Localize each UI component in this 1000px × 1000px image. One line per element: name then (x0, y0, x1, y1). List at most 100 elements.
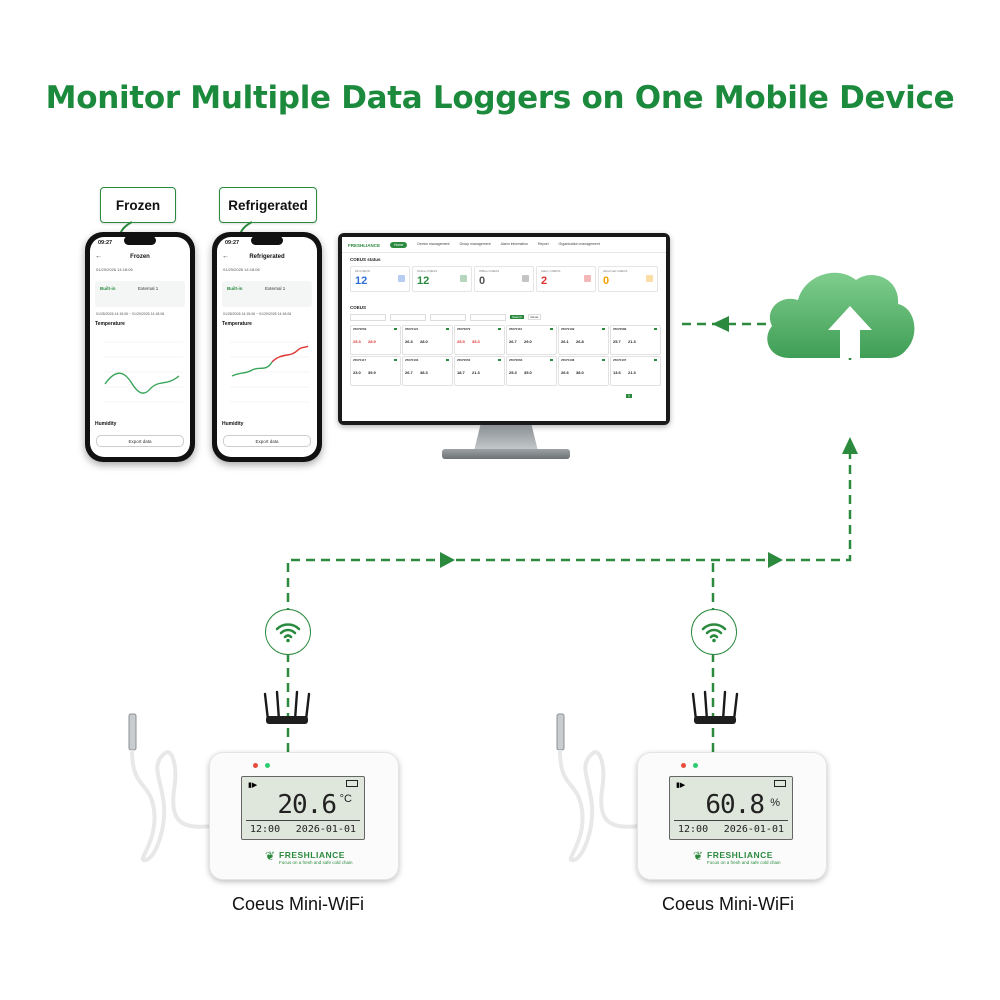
signal-icon: ▮▶ (676, 782, 686, 789)
lcd-time: 12:00 (678, 824, 709, 835)
device-card-status-icon (394, 328, 397, 330)
back-arrow-icon[interactable]: ← (222, 253, 229, 260)
device-card-id: 25070059 (353, 327, 367, 331)
router-icon (691, 690, 739, 724)
device-card-value-2: 38.0 (576, 370, 584, 375)
battery-icon (774, 780, 786, 787)
device-card-value-1: 26.7 (405, 370, 413, 375)
data-logger-1: ▮▶ 20.6 °C 12:00 2026-01-01 ❦ FRESHLIANC… (209, 752, 399, 880)
device-card-status-icon (602, 328, 605, 330)
stat-value: 12 (355, 275, 368, 287)
temperature-heading: Temperature (95, 321, 125, 327)
device-card-id: 25070063 (509, 358, 523, 362)
device-card-value-1: 25.3 (353, 339, 361, 344)
phone-refrigerated: 09:27 Refrigerated ← 01/29/2026 14:18:06… (212, 232, 322, 462)
reset-button[interactable]: Reset (527, 314, 542, 320)
device-card-status-icon (498, 328, 501, 330)
phone-date: 01/29/2026 14:18:06 (96, 267, 133, 272)
channel-external[interactable]: External 1 (265, 286, 286, 291)
nav-report[interactable]: Report (538, 242, 549, 246)
device-card-value-1: 18.7 (457, 370, 465, 375)
stat-tile[interactable]: Alarm COEUS 2 (536, 266, 596, 292)
filter-input[interactable] (430, 313, 466, 321)
device-card-value-2: 39.9 (368, 370, 376, 375)
nav-divider (342, 252, 666, 253)
device-card-value-2: 28.0 (420, 339, 428, 344)
device-card-value-2: 29.0 (524, 339, 532, 344)
wifi-icon (701, 623, 727, 643)
lcd-unit: °C (339, 793, 352, 805)
nav-alarm-information[interactable]: Alarm information (500, 242, 529, 246)
device-card-status-icon (550, 359, 553, 361)
status-led-green (265, 763, 270, 768)
filter-input[interactable] (350, 313, 386, 321)
stat-icon (522, 275, 529, 282)
export-data-button[interactable]: Export data (96, 435, 184, 447)
channel-external[interactable]: External 1 (138, 286, 159, 291)
filter-input[interactable] (470, 313, 506, 321)
device-label-2: Coeus Mini-WiFi (662, 894, 795, 914)
device-card-value-1: 13.6 (613, 370, 621, 375)
nav-home[interactable]: Home (390, 242, 408, 248)
phone-screen: 09:27 Frozen ← 01/29/2026 14:18:06 Built… (90, 237, 190, 457)
device-card-value-2: 38.3 (420, 370, 428, 375)
stat-label: Online COEUS (417, 269, 438, 273)
stat-value: 2 (541, 275, 548, 287)
channel-builtin[interactable]: Built-in (227, 286, 243, 291)
pagination-current[interactable]: 1 (626, 394, 632, 398)
stat-icon (646, 275, 653, 282)
export-data-button[interactable]: Export data (223, 435, 311, 447)
device-card-value-1: 25.5 (457, 339, 465, 344)
device-card[interactable]: 25070108 26.6 38.0 (558, 356, 609, 386)
lcd-divider (674, 820, 788, 821)
device-card-status-icon (550, 328, 553, 330)
device-card-value-1: 26.3 (405, 339, 413, 344)
stat-label: All COEUS (355, 269, 370, 273)
lcd-reading: 20.6 (277, 790, 337, 820)
status-led-red (681, 763, 686, 768)
device-card-value-2: 21.3 (472, 370, 480, 375)
device-card-value-2: 21.3 (628, 339, 636, 344)
stat-tile[interactable]: All COEUS 12 (350, 266, 410, 292)
uplink-line (286, 440, 852, 752)
device-card-id: 25070079 (457, 327, 471, 331)
search-button[interactable]: Search (510, 315, 524, 319)
channel-builtin[interactable]: Built-in (100, 286, 116, 291)
status-section-title: COEUS status (350, 257, 381, 262)
device-card-value-1: 25.7 (613, 339, 621, 344)
phone-notch (251, 236, 283, 245)
back-arrow-icon[interactable]: ← (95, 253, 102, 260)
device-card-status-icon (446, 359, 449, 361)
wifi-icon (275, 623, 301, 643)
device-card-value-1: 26.6 (561, 370, 569, 375)
nav-device-management[interactable]: Device management (417, 242, 450, 246)
lcd-date: 2026-01-01 (723, 824, 784, 835)
device-card-value-2: 35.0 (524, 370, 532, 375)
stat-label: Alarm COEUS (541, 269, 561, 273)
nav-group-management[interactable]: Group management (459, 242, 491, 246)
lcd-time: 12:00 (250, 824, 281, 835)
nav-organization-management[interactable]: Organization management (558, 242, 600, 246)
device-card-id: 25070110 (509, 327, 523, 331)
device-card-status-icon (446, 328, 449, 330)
device-card-id: 25070108 (561, 358, 575, 362)
leaf-logo-icon: ❦ (693, 849, 704, 863)
wifi-badge-2 (691, 609, 737, 655)
filter-input[interactable] (390, 313, 426, 321)
